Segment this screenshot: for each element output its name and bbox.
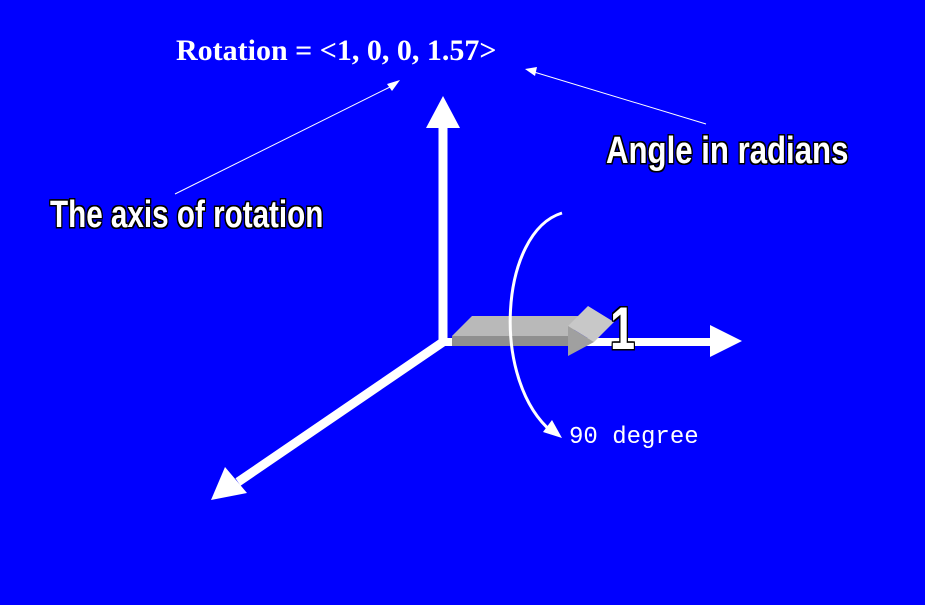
axis-of-rotation-label: The axis of rotation [50,194,324,236]
angle-in-radians-label: Angle in radians [606,130,849,172]
rotation-arc [508,211,563,434]
y-axis [426,96,460,342]
unit-x-label: 1 [610,295,636,362]
rotation-arc-arrowhead [543,420,562,438]
unit-vector-head-top [568,306,614,342]
unit-vector-top-face [452,316,588,336]
x-axis-arrowhead [710,325,742,357]
rotation-degree-label: 90 degree [569,424,699,451]
unit-vector-arrow [452,306,614,356]
axis-leader [174,80,400,195]
axis-leader-arrowhead [387,80,400,91]
z-axis [211,338,446,500]
rotation-arc-arrow [508,211,563,438]
axis-leader-line [174,85,393,195]
angle-leader [525,67,707,125]
unit-vector-head-front [568,326,594,356]
z-axis-line [235,338,446,486]
angle-leader-arrowhead [525,67,537,76]
z-axis-arrowhead [211,467,247,500]
angle-leader-line [533,71,707,125]
rotation-formula: Rotation = <1, 0, 0, 1.57> [176,34,497,67]
y-axis-arrowhead [426,96,460,128]
